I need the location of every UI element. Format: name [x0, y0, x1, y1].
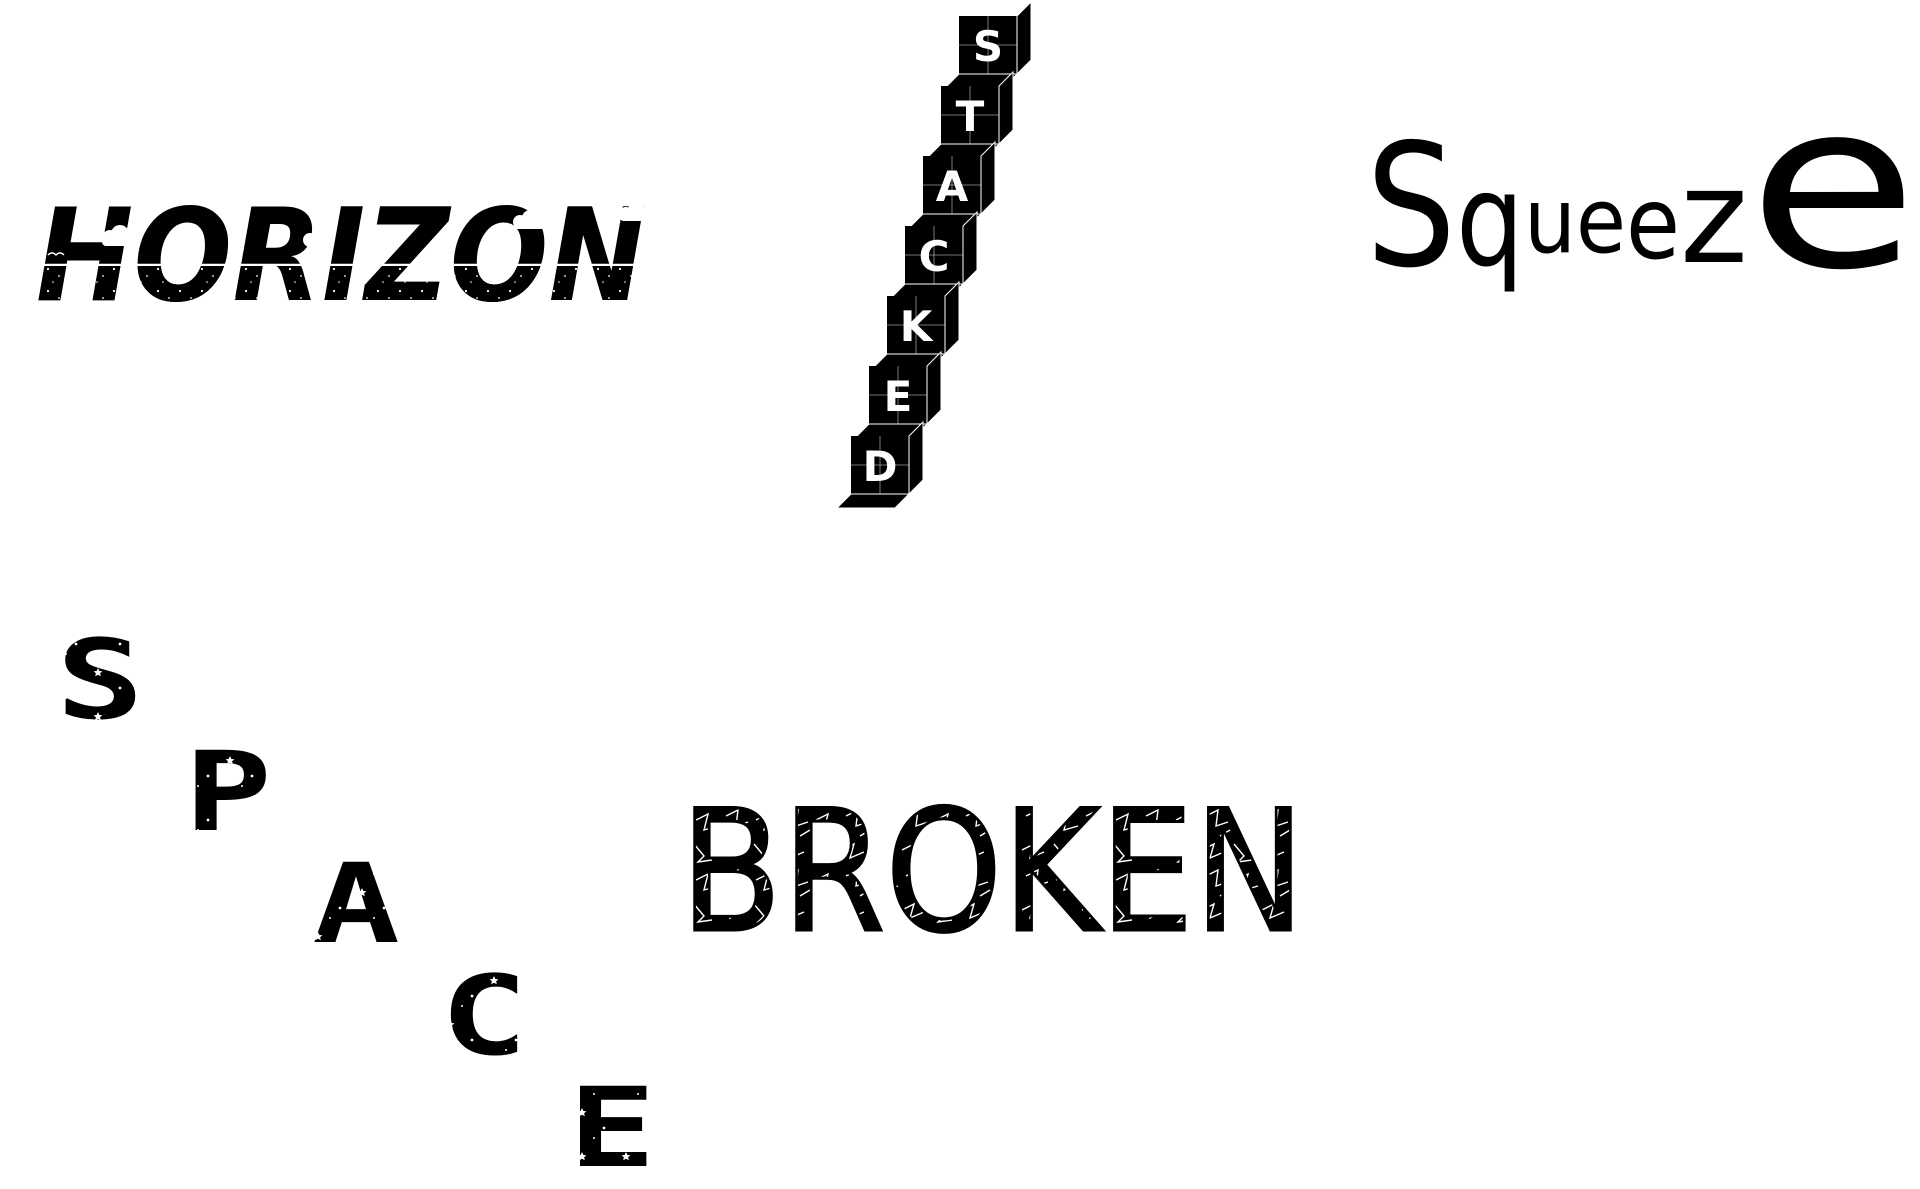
bird-icon: [47, 252, 65, 257]
space-letter: C: [440, 952, 528, 1080]
broken-text: BROKEN: [680, 774, 1305, 970]
cloud-icon: [513, 210, 546, 229]
space-letter: S: [56, 616, 144, 744]
broken-word: BROKEN: [679, 773, 1307, 972]
stacked-letter: S: [973, 22, 1003, 71]
cloud-icon: [619, 202, 651, 221]
stacked-cube: E: [853, 350, 942, 439]
stacked-cube: C: [889, 210, 978, 299]
squeeze-letter: e: [1626, 165, 1680, 282]
squeeze-letter: z: [1680, 141, 1748, 293]
horizon-text: HORIZON: [36, 182, 646, 331]
squeeze-letter: u: [1524, 169, 1576, 274]
stacked-letter: A: [936, 162, 969, 211]
squeeze-letter: S: [1366, 108, 1456, 306]
stacked-cube: A: [907, 140, 996, 229]
stacked-cube: D: [835, 420, 924, 509]
space-letter: A: [312, 840, 400, 968]
stacked-cube: K: [871, 280, 960, 369]
stacked-letter: D: [863, 442, 898, 491]
stacked-letter: T: [956, 92, 985, 141]
stacked-cube: S: [943, 0, 1032, 89]
stacked-letter: E: [884, 372, 913, 421]
stacked-letter: C: [919, 232, 950, 281]
space-letter: P: [184, 728, 272, 856]
sun-icon: [303, 233, 317, 247]
horizon-word: HORIZON HORIZON: [30, 182, 651, 331]
horizon-text-reflection: HORIZON: [36, 182, 646, 331]
squeeze-letter: q: [1456, 147, 1524, 296]
squeeze-letter: e: [1748, 54, 1918, 321]
space-letter: E: [568, 1064, 656, 1189]
stacked-letter: K: [900, 302, 934, 351]
cloud-icon: [102, 225, 137, 246]
squeeze-letter: e: [1576, 169, 1626, 274]
